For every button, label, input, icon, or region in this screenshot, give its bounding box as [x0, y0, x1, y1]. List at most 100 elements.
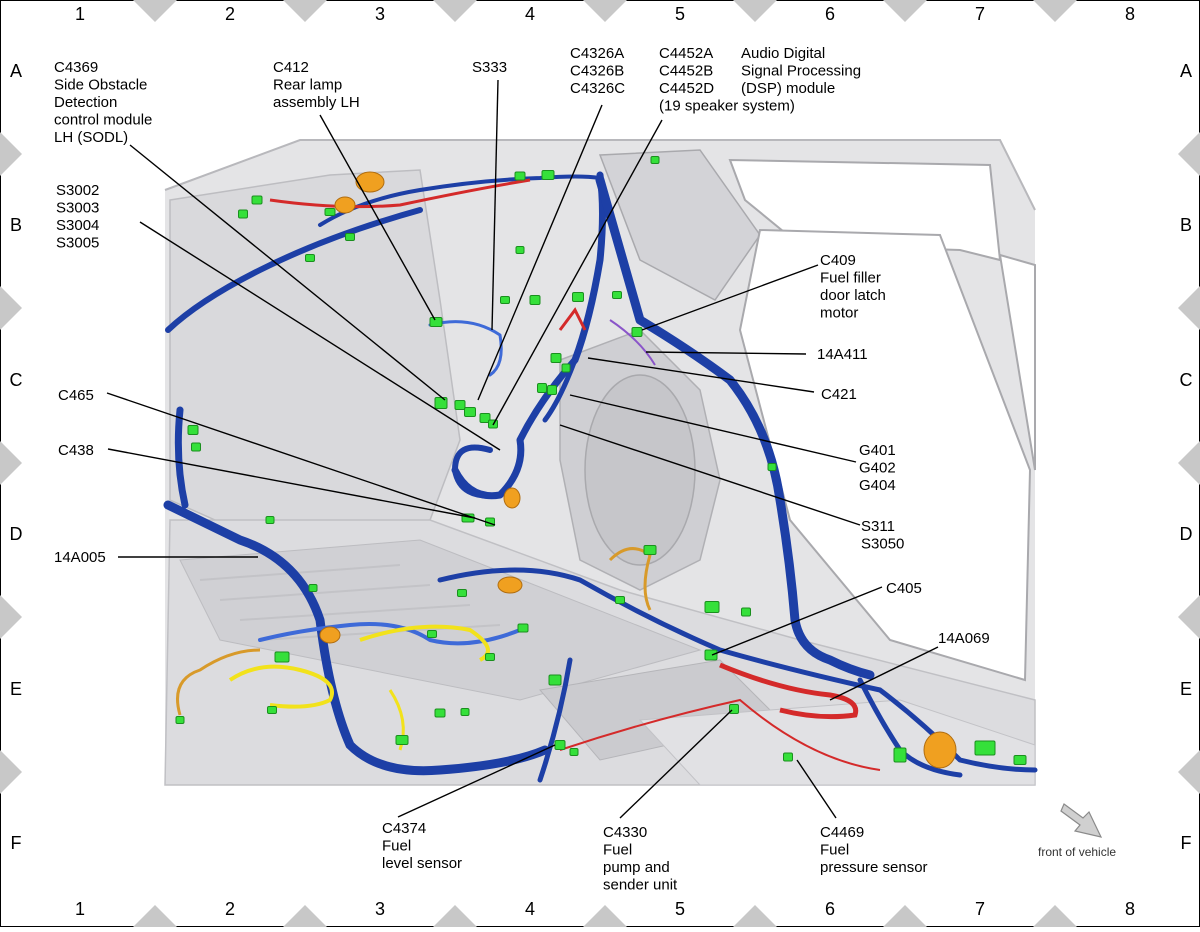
grid-column-label: 1: [75, 899, 85, 919]
grid-row-label: C: [10, 370, 23, 390]
connector-marker: [238, 209, 248, 219]
connector-marker: [893, 747, 907, 763]
grid-column-label: 2: [225, 4, 235, 24]
label-line: S3003: [56, 200, 99, 217]
label-line: S3050: [861, 536, 904, 553]
connector-marker: [704, 649, 718, 661]
grid-marker: [1178, 595, 1200, 639]
connector-marker: [547, 385, 557, 395]
grid-row-label: A: [10, 61, 22, 81]
label-line: level sensor: [382, 855, 462, 872]
label-line: C4452B: [659, 63, 713, 80]
harness-clips: [319, 171, 957, 769]
connector-marker: [767, 463, 777, 471]
label-line: S333: [472, 59, 507, 76]
wiring-harnesses: [163, 171, 1038, 783]
label-line: C421: [821, 386, 857, 403]
grid-marker: [0, 595, 22, 639]
arrow-icon: [1060, 803, 1103, 838]
connector-marker: [974, 740, 996, 756]
connector-marker: [187, 425, 199, 435]
grid-column-label: 2: [225, 899, 235, 919]
label-line: sender unit: [603, 877, 678, 894]
connector-marker: [514, 171, 526, 181]
label-line: S3004: [56, 217, 99, 234]
grid-column-label: 6: [825, 899, 835, 919]
label-line: Signal Processing: [741, 63, 861, 80]
grid-marker: [433, 905, 477, 927]
connector-marker: [541, 170, 555, 180]
label-line: C465: [58, 387, 94, 404]
label-line: C4330: [603, 824, 647, 841]
label-line: G402: [859, 460, 896, 477]
connector-marker: [572, 292, 584, 302]
label-line: S311: [861, 518, 895, 535]
label-14a005: 14A005: [54, 549, 106, 566]
label-14a411: 14A411: [817, 346, 868, 363]
grid-column-label: 3: [375, 899, 385, 919]
label-line: C4369: [54, 59, 98, 76]
connector-marker: [274, 651, 290, 663]
grid-row-label: B: [10, 215, 22, 235]
grid-marker: [1178, 132, 1200, 176]
connector-marker: [517, 623, 529, 633]
connector-marker: [704, 601, 720, 613]
label-line: Fuel filler: [820, 270, 881, 287]
label-line: Side Obstacle: [54, 77, 147, 94]
callout-leader-lines: [106, 79, 939, 819]
connector-marker: [729, 704, 739, 714]
label-line: Detection: [54, 94, 117, 111]
label-line: C4326C: [570, 80, 625, 97]
grid-marker: [0, 441, 22, 485]
label-line: C4452A: [659, 45, 713, 62]
grid-column-label: 1: [75, 4, 85, 24]
grid-marker: [733, 905, 777, 927]
label-line: (19 speaker system): [659, 98, 795, 115]
grid-row-label: B: [1180, 215, 1192, 235]
grid-column-label: 8: [1125, 899, 1135, 919]
connector-marker: [324, 208, 336, 216]
grid-marker: [133, 905, 177, 927]
label-line: G401: [859, 442, 896, 459]
label-c405: C405: [886, 580, 922, 597]
connector-marker: [191, 442, 201, 452]
grid-marker: [433, 0, 477, 22]
label-line: Fuel: [603, 842, 632, 859]
label-line: (DSP) module: [741, 80, 835, 97]
front-of-vehicle-indicator: front of vehicle: [1038, 803, 1116, 859]
connector-marker: [457, 589, 467, 597]
grid-marker: [133, 0, 177, 22]
connector-marker: [631, 327, 643, 337]
connector-marker: [454, 400, 466, 410]
grid-marker: [883, 0, 927, 22]
grid-marker: [1178, 750, 1200, 794]
label-line: front of vehicle: [1038, 845, 1116, 859]
label-line: C4469: [820, 824, 864, 841]
label-c421: C421: [821, 386, 857, 403]
grid-marker: [0, 750, 22, 794]
label-line: C4326B: [570, 63, 624, 80]
grid-column-label: 5: [675, 899, 685, 919]
grid-marker: [1178, 441, 1200, 485]
connector-marker: [265, 516, 275, 524]
connector-marker: [395, 735, 409, 745]
connector-marker: [783, 752, 793, 762]
connector-marker: [464, 407, 476, 417]
label-line: S3005: [56, 235, 99, 252]
connector-markers: [175, 156, 1027, 765]
grid-row-label: F: [11, 833, 22, 853]
connector-marker: [561, 363, 571, 373]
label-c465: C465: [58, 387, 94, 404]
label-line: Fuel: [820, 842, 849, 859]
label-line: 14A005: [54, 549, 106, 566]
grid-column-label: 5: [675, 4, 685, 24]
label-c438: C438: [58, 442, 94, 459]
